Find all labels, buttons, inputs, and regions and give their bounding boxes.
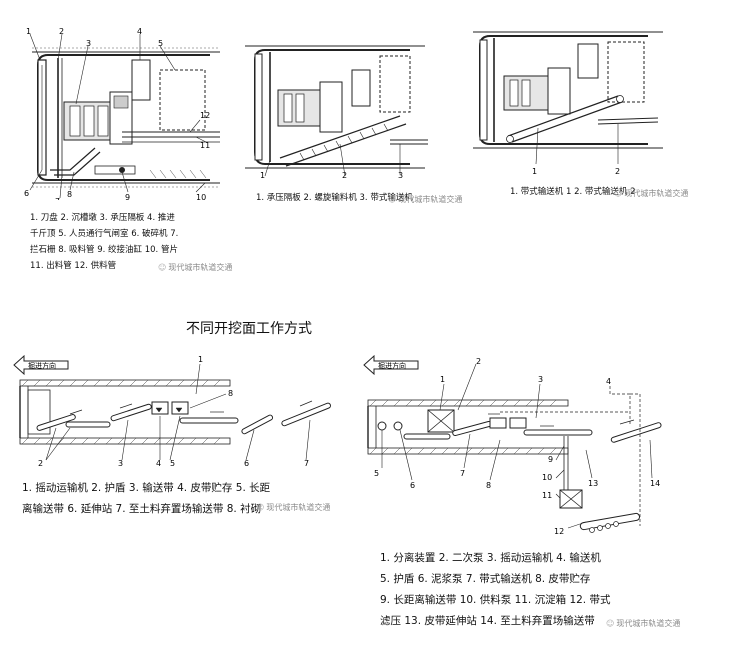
fig3-callout-1: 1 — [532, 167, 537, 176]
fig1-callout-5: 5 — [158, 39, 163, 48]
figure-3-belt-conveyor-shield: 1 2 — [468, 24, 668, 180]
figure-3-drawing: 1 2 — [473, 31, 663, 176]
fig5-callout-14: 14 — [650, 479, 660, 488]
fig4-legend: 1. 摇动运输机 2. 护盾 3. 输送带 4. 皮带贮存 5. 长距 离输送带… — [22, 482, 271, 515]
figure-4-drawing: 掘进方向 — [13, 354, 331, 468]
fig4-direction-label: 掘进方向 — [28, 361, 56, 370]
watermark-3: 现代城市轨道交通 — [614, 188, 688, 199]
fig5-callout-5: 5 — [374, 469, 379, 478]
fig4-callout-2: 2 — [38, 459, 43, 468]
fig2-callout-2: 2 — [342, 171, 347, 180]
fig2-callout-3: 3 — [398, 171, 403, 180]
fig5-callout-6: 6 — [410, 481, 415, 490]
fig1-callout-11: 11 — [200, 141, 210, 150]
fig5-callout-11: 11 — [542, 491, 552, 500]
fig5-callout-7: 7 — [460, 469, 465, 478]
fig1-callout-1: 1 — [26, 27, 31, 36]
fig4-callout-1: 1 — [198, 355, 203, 364]
figure-1-slurry-shield: 1 2 3 4 5 6 7 8 9 10 11 12 — [10, 20, 230, 206]
fig5-callout-13: 13 — [588, 479, 598, 488]
fig5-callout-9: 9 — [548, 455, 553, 464]
fig4-callout-8: 8 — [228, 389, 233, 398]
fig1-callout-10: 10 — [196, 193, 206, 200]
watermark-1: 现代城市轨道交通 — [158, 262, 232, 273]
fig1-callout-2: 2 — [59, 27, 64, 36]
fig5-callout-4: 4 — [606, 377, 611, 386]
figure-5-slurry-conveyor-system: 掘进方向 — [360, 350, 690, 550]
watermark-5: 现代城市轨道交通 — [606, 618, 680, 629]
fig5-direction-label: 掘进方向 — [378, 361, 406, 370]
fig1-callout-7: 7 — [55, 197, 60, 200]
fig4-callout-3: 3 — [118, 459, 123, 468]
fig4-callout-4: 4 — [156, 459, 161, 468]
fig5-callout-2: 2 — [476, 357, 481, 366]
fig1-legend: 1. 刀盘 2. 沉槽墩 3. 承压隔板 4. 推进 千斤顶 5. 人员通行气闸… — [30, 213, 179, 271]
fig5-legend: 1. 分离装置 2. 二次泵 3. 摇动运输机 4. 输送机 5. 护盾 6. … — [380, 552, 611, 627]
fig5-callout-3: 3 — [538, 375, 543, 384]
fig1-callout-6: 6 — [24, 189, 29, 198]
fig4-callout-7: 7 — [304, 459, 309, 468]
fig4-callout-6: 6 — [244, 459, 249, 468]
figure-4-conveyor-system: 掘进方向 — [10, 350, 350, 470]
fig1-callout-12: 12 — [200, 111, 210, 120]
fig5-callout-8: 8 — [486, 481, 491, 490]
fig1-callout-8: 8 — [67, 190, 72, 199]
fig1-callout-3: 3 — [86, 39, 91, 48]
fig5-callout-10: 10 — [542, 473, 552, 482]
fig5-direction-arrow — [363, 354, 419, 376]
fig1-callout-4: 4 — [137, 27, 142, 36]
section-title: 不同开挖面工作方式 — [186, 321, 312, 337]
fig4-direction-arrow — [13, 354, 69, 376]
fig3-callout-2: 2 — [615, 167, 620, 176]
fig5-callout-12: 12 — [554, 527, 564, 536]
fig1-callout-9: 9 — [125, 193, 130, 200]
figure-2-drawing: 1 2 3 — [245, 45, 428, 180]
fig2-callout-1: 1 — [260, 171, 265, 180]
figure-5-drawing: 掘进方向 — [363, 354, 662, 536]
fig5-callout-1: 1 — [440, 375, 445, 384]
figure-1-drawing: 1 2 3 4 5 6 7 8 9 10 11 12 — [24, 27, 220, 206]
fig4-callout-5: 5 — [170, 459, 175, 468]
figure-2-screw-conveyor-shield: 1 2 3 — [240, 40, 430, 180]
watermark-2: 现代城市轨道交通 — [388, 194, 462, 205]
watermark-4: 现代城市轨道交通 — [256, 502, 330, 513]
